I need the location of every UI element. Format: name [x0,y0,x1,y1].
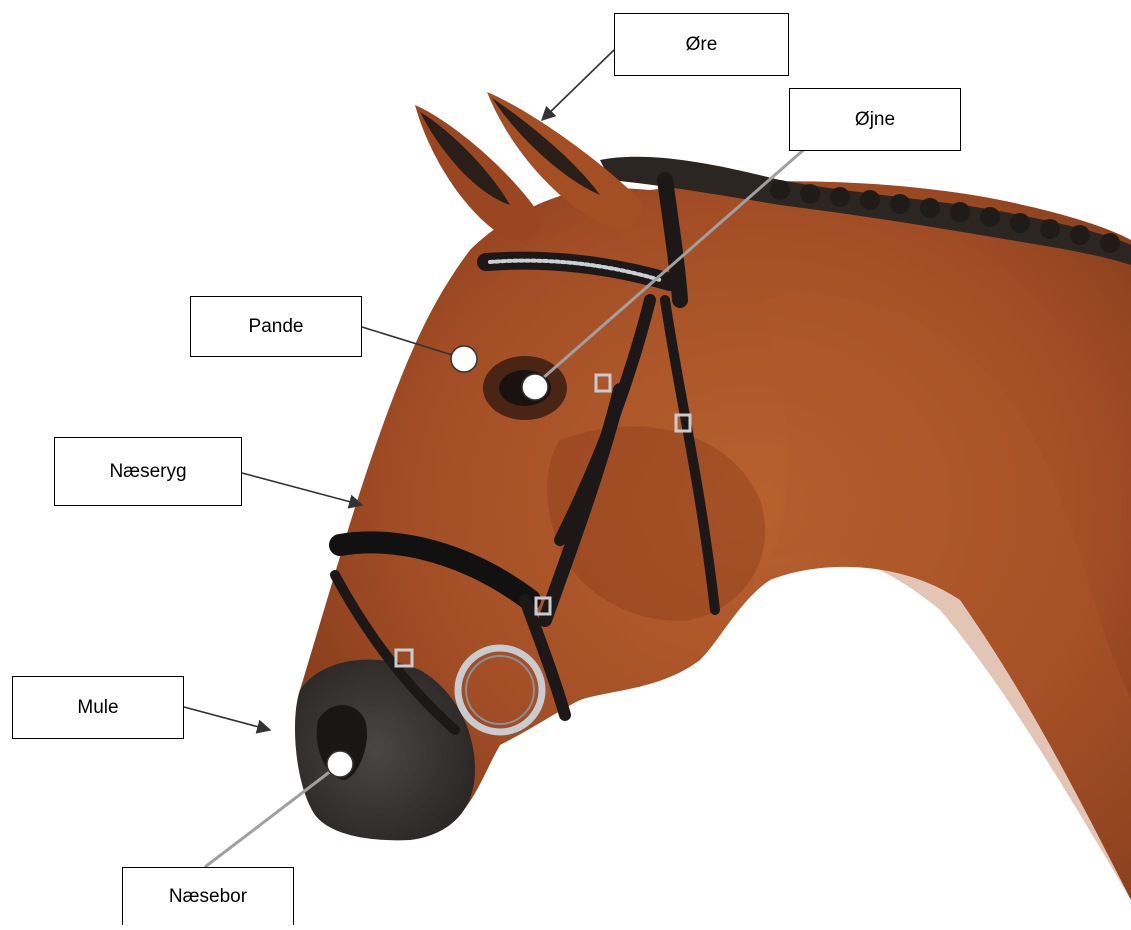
dot-pande [451,346,477,372]
label-mule: Mule [12,676,184,739]
label-pande: Pande [190,296,362,357]
arrow-ore [542,50,614,120]
arrow-mule [184,707,270,730]
label-ore: Øre [614,13,789,76]
label-naesebor: Næsebor [122,867,294,925]
dot-ojne [522,374,548,400]
dot-naesebor [327,751,353,777]
label-ojne: Øjne [789,88,961,151]
label-naeseryg: Næseryg [54,437,242,506]
arrow-naeseryg [242,473,362,505]
